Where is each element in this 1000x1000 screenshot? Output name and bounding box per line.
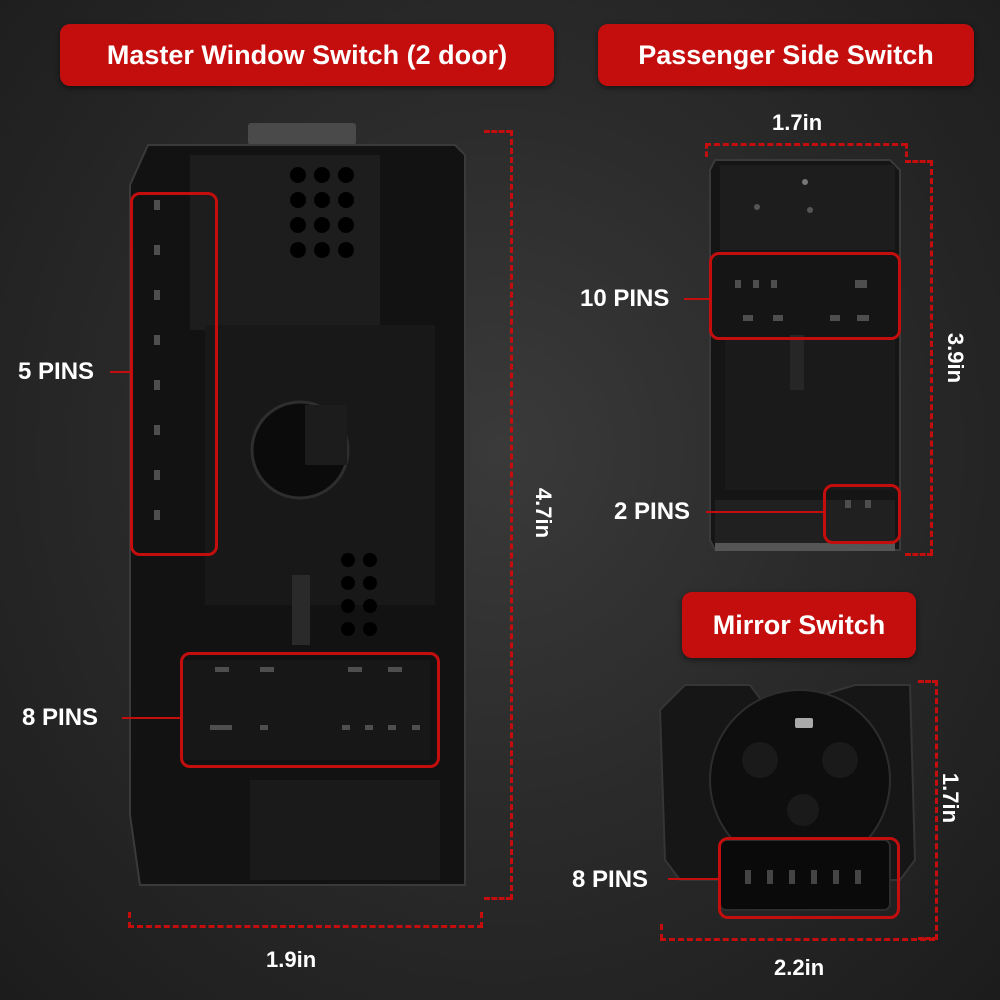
master-5-pins-leader [110,371,132,373]
master-width-label: 1.9in [266,947,317,972]
master-8-pin-connector-highlight [180,652,440,768]
mirror-title: Mirror Switch [712,609,886,640]
mirror-8-pins-leader [668,878,720,880]
mirror-title-badge: Mirror Switch [682,592,916,658]
passenger-10-pins-label: 10 PINS [580,285,670,312]
master-5-pin-connector-highlight [130,192,218,556]
mirror-height-label: 1.7in [938,772,964,824]
master-height-label: 4.7in [531,487,557,539]
passenger-height-cap-top [905,160,933,163]
passenger-2-pins-leader [706,511,824,513]
passenger-height-label: 3.9in [943,332,969,384]
passenger-width-cap-left [705,143,708,157]
passenger-2-pins-label: 2 PINS [614,498,691,525]
passenger-10-pins-leader [684,298,710,300]
mirror-height-line [935,680,938,940]
mirror-width-cap-left [660,924,663,940]
master-5-pins-label: 5 PINS [18,358,95,385]
passenger-height-line [930,160,933,555]
master-title: Master Window Switch (2 door) [106,39,508,70]
master-width-cap-right [480,912,483,928]
mirror-width-line [660,938,935,941]
passenger-height-cap-bottom [905,553,933,556]
master-width-line [128,925,483,928]
passenger-title-badge: Passenger Side Switch [598,24,974,86]
master-switch-image [129,123,466,886]
master-height-line [510,130,513,900]
master-height-cap-top [484,130,512,133]
passenger-width-line [705,143,907,146]
passenger-width-cap-right [905,143,908,157]
mirror-8-pins-label: 8 PINS [572,866,649,893]
master-height-cap-bottom [484,897,512,900]
master-width-cap-left [128,912,131,928]
mirror-width-label: 2.2in [774,955,825,980]
mirror-8-pin-connector-highlight [718,837,900,919]
master-title-badge: Master Window Switch (2 door) [60,24,554,86]
mirror-height-cap-top [918,680,938,683]
passenger-switch-image [709,159,901,551]
master-8-pins-leader [122,717,182,719]
passenger-2-pin-connector-highlight [823,484,901,544]
passenger-width-label: 1.7in [772,110,823,135]
mirror-switch-image [658,684,917,911]
passenger-title: Passenger Side Switch [638,39,934,70]
master-8-pins-label: 8 PINS [22,704,99,731]
passenger-10-pin-connector-highlight [709,252,901,340]
